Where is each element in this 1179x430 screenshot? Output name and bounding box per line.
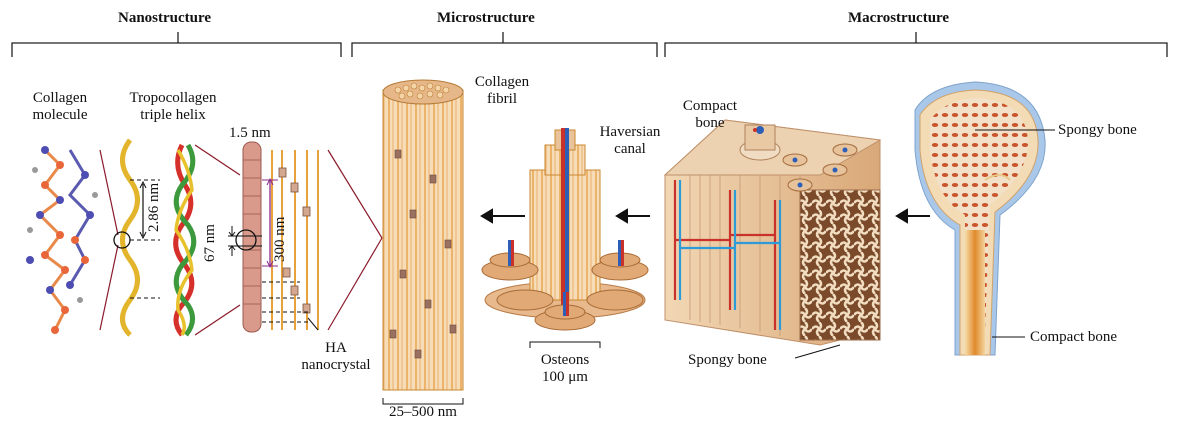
- callout-line: [99, 149, 119, 236]
- compact-bone-block: [663, 119, 882, 346]
- width-1-5nm-label: 1.5 nm: [229, 125, 271, 141]
- compact-bone-right-label: Compact bone: [1030, 329, 1118, 345]
- osteon-size-bracket: [529, 341, 601, 348]
- collagen-molecule-model: [26, 146, 98, 334]
- staggered-fibrils: [271, 150, 319, 330]
- gap-67nm-label: 67 nm: [202, 224, 218, 262]
- long-bone-section: [914, 81, 1046, 356]
- osteon-stack: [481, 128, 649, 331]
- callout-line: [327, 237, 383, 331]
- callout-line: [194, 304, 241, 336]
- fibril-size-bracket: [382, 398, 464, 405]
- arrow-left-icon: [480, 208, 930, 224]
- collagen-fibril-cylinder: [382, 79, 464, 391]
- gap-callout-circle: [235, 229, 257, 251]
- macrostructure-header: Macrostructure: [848, 10, 950, 26]
- callout-line: [327, 149, 383, 239]
- spongy-bone-left-label: Spongy bone: [688, 352, 767, 368]
- tropocollagen-molecule: [242, 141, 262, 333]
- microstructure-bracket: [351, 32, 658, 57]
- single-helix-strand: [120, 138, 140, 337]
- spongy-left-pointer: [794, 344, 841, 359]
- tropocollagen-triple-helix: [173, 143, 197, 337]
- helix-pitch-label: 2.86 nm: [146, 182, 162, 232]
- microstructure-header: Microstructure: [437, 10, 535, 26]
- ha-nanocrystals: [278, 167, 311, 314]
- nanostructure-bracket: [11, 32, 342, 57]
- spongy-bone-right-label: Spongy bone: [1058, 122, 1137, 138]
- nanostructure-header: Nanostructure: [118, 10, 212, 26]
- fibril-size-label: 25–500 nm: [389, 404, 457, 420]
- callout-line: [99, 244, 119, 331]
- macrostructure-bracket: [664, 32, 1168, 57]
- length-300nm-label: 300 nm: [272, 216, 288, 262]
- callout-line: [194, 144, 241, 176]
